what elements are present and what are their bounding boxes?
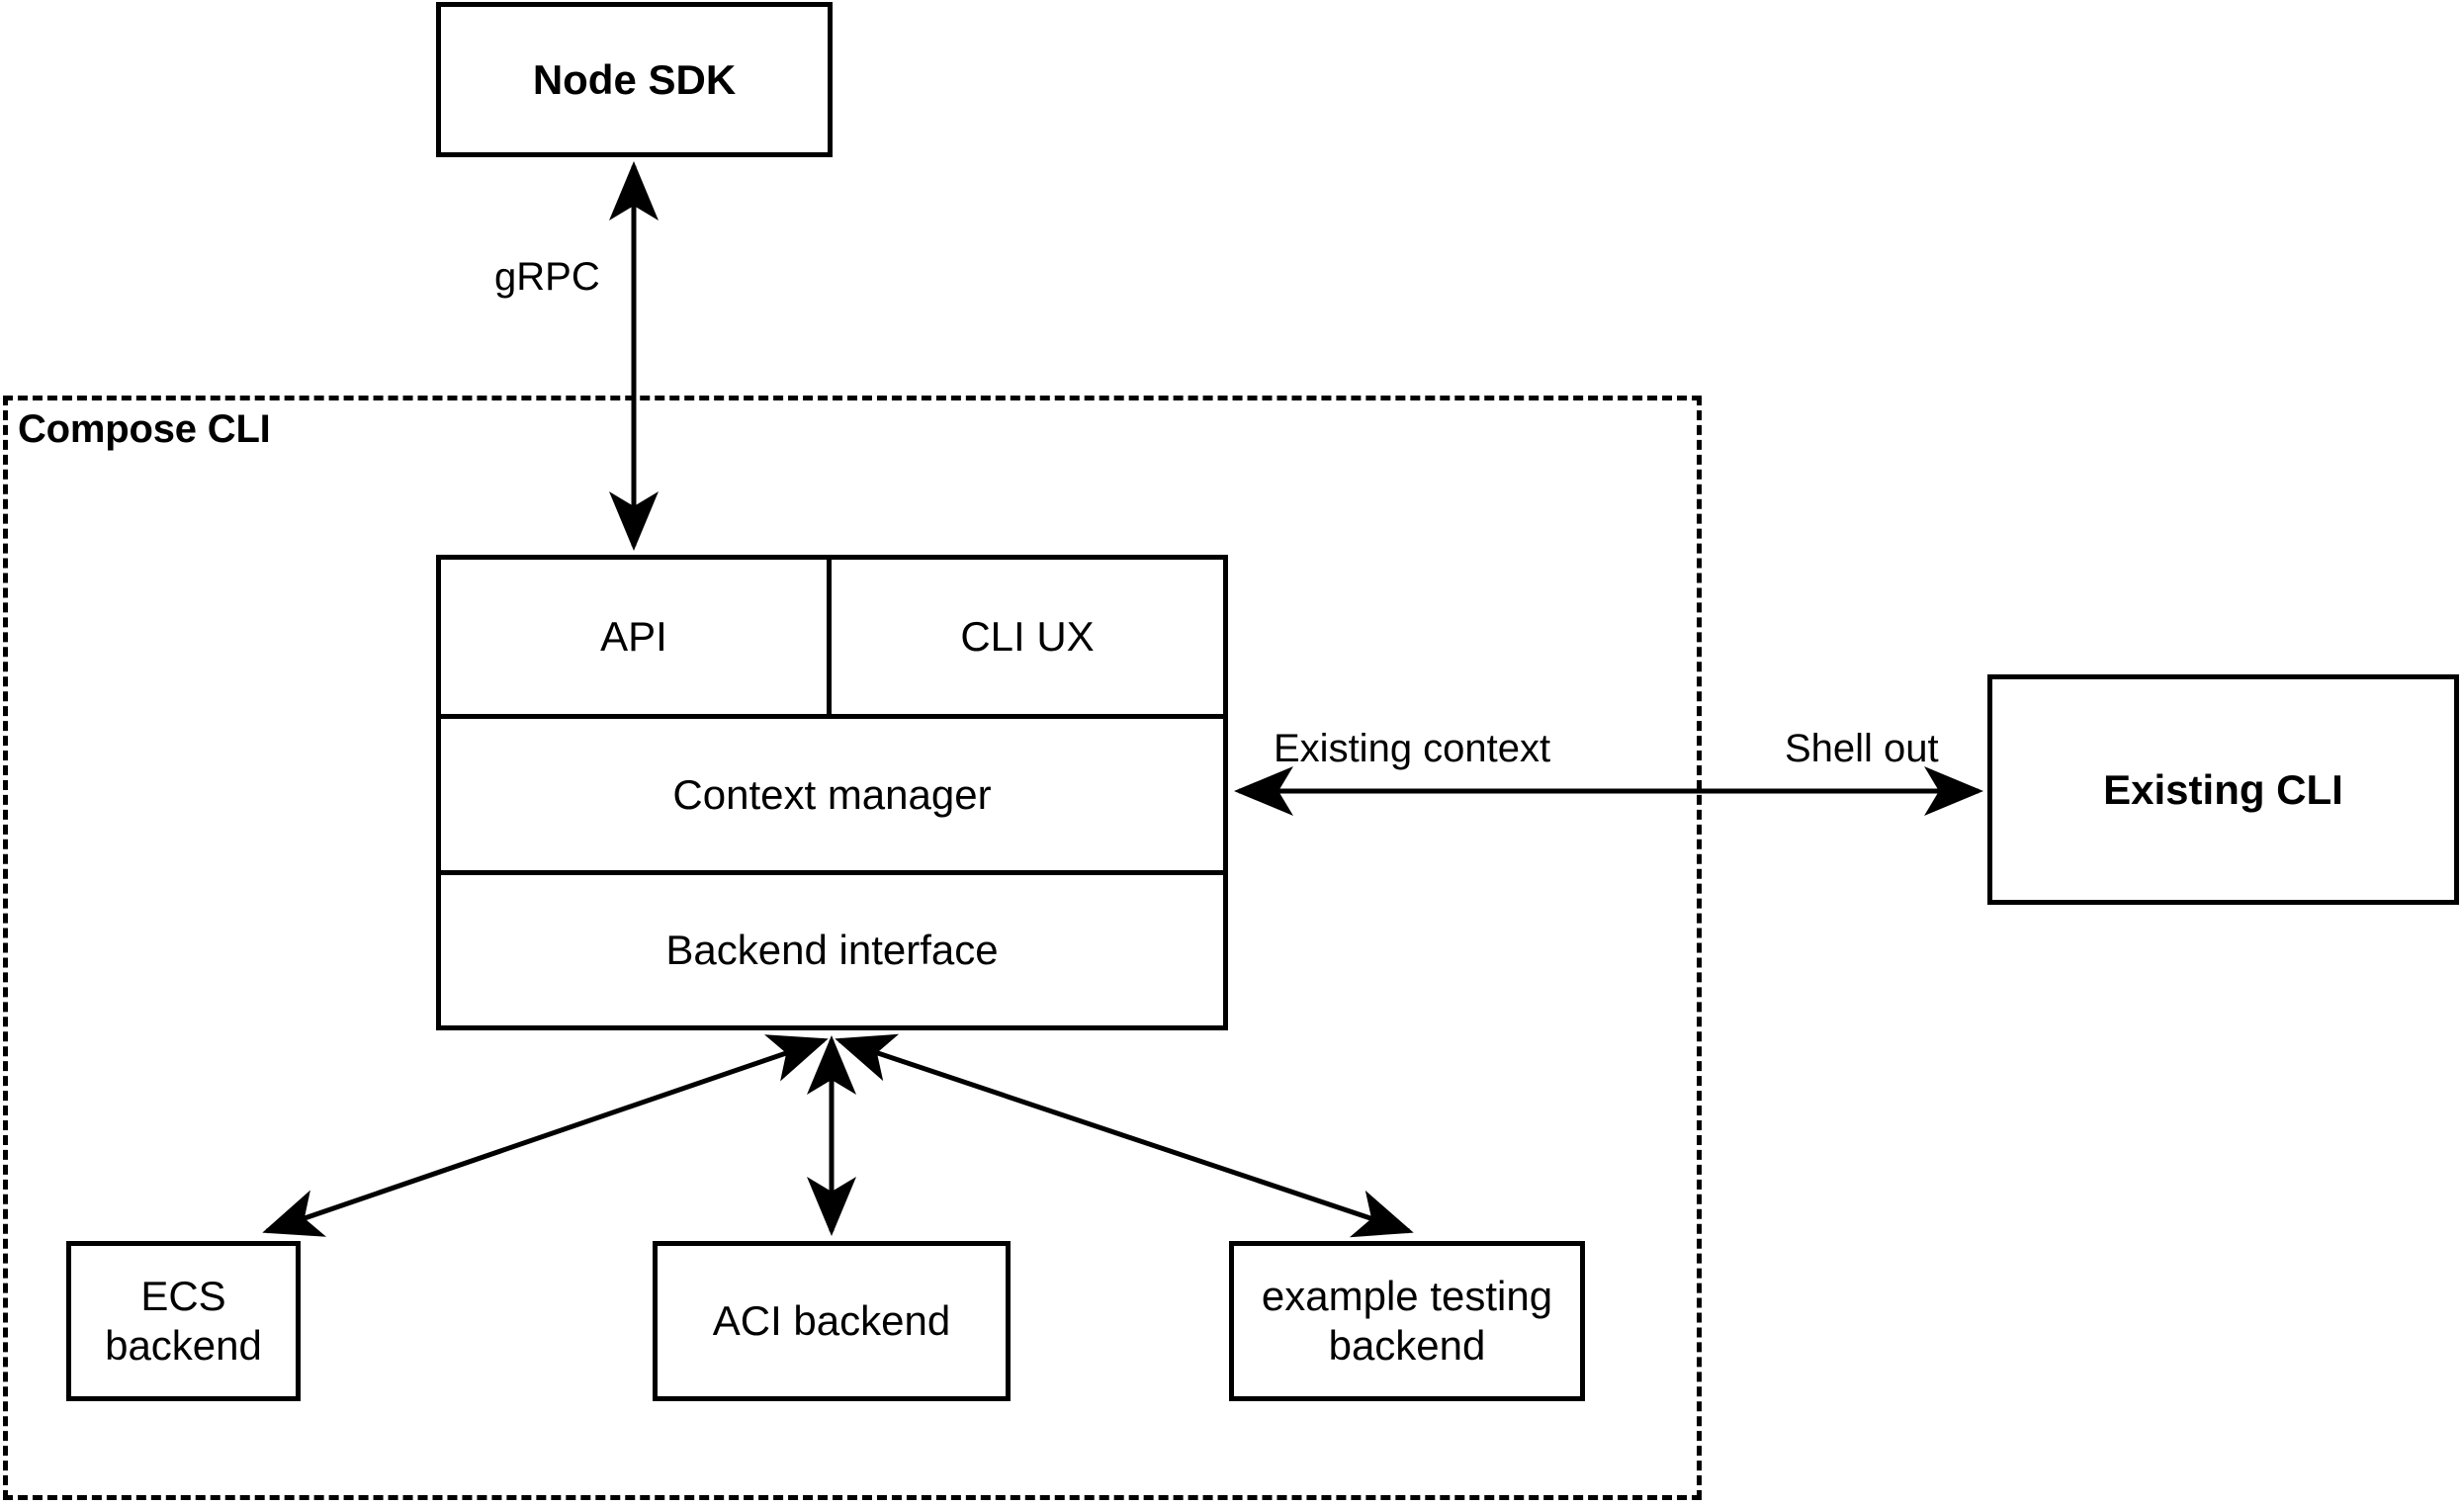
cli-ux-label: CLI UX (960, 613, 1095, 660)
compose-cli-label: Compose CLI (18, 407, 271, 451)
ecs-backend-label: ECS backend (105, 1273, 262, 1369)
example-testing-backend-label: example testing backend (1261, 1273, 1553, 1369)
compose-cli-boundary (3, 396, 1702, 1500)
compose-cli-core-stack: API CLI UX Context manager Backend inter… (436, 555, 1228, 1030)
existing-context-edge-label: Existing context (1274, 727, 1551, 770)
example-testing-backend-box[interactable]: example testing backend (1229, 1241, 1585, 1401)
aci-backend-label: ACI backend (712, 1297, 951, 1345)
grpc-edge-label: gRPC (494, 255, 600, 299)
cli-ux-cell[interactable]: CLI UX (832, 560, 1223, 714)
shell-out-edge-label: Shell out (1785, 727, 1939, 770)
existing-cli-box[interactable]: Existing CLI (1987, 674, 2459, 905)
ecs-backend-box[interactable]: ECS backend (66, 1241, 301, 1401)
backend-interface-cell[interactable]: Backend interface (441, 875, 1223, 1025)
context-manager-label: Context manager (672, 770, 992, 818)
existing-cli-label: Existing CLI (2103, 765, 2343, 813)
aci-backend-box[interactable]: ACI backend (653, 1241, 1011, 1401)
api-cell[interactable]: API (441, 560, 832, 714)
backend-interface-label: Backend interface (665, 927, 999, 973)
node-sdk-label: Node SDK (532, 55, 737, 103)
api-label: API (600, 613, 667, 660)
core-stack-row-api: API CLI UX (441, 560, 1223, 719)
context-manager-cell[interactable]: Context manager (441, 719, 1223, 870)
core-stack-row-context: Context manager (441, 719, 1223, 875)
node-sdk-box[interactable]: Node SDK (436, 2, 833, 157)
core-stack-row-backend: Backend interface (441, 875, 1223, 1025)
